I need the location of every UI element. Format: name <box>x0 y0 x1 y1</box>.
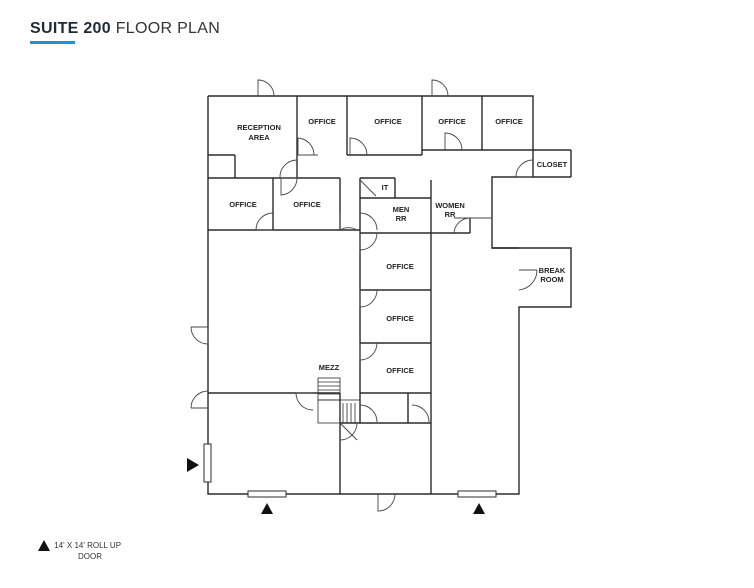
room-label-office: OFFICE <box>495 117 523 126</box>
room-label-office: OFFICE <box>308 117 336 126</box>
room-label-it: IT <box>382 183 389 192</box>
room-label-reception-1: RECEPTION <box>237 123 281 132</box>
room-labels: RECEPTION AREA OFFICE OFFICE OFFICE OFFI… <box>229 117 567 375</box>
room-label-women-1: WOMEN <box>435 201 465 210</box>
title-floor-plan: FLOOR PLAN <box>115 20 221 37</box>
roll-up-door-marker-icon <box>473 503 485 514</box>
roll-up-door-marker-icon <box>187 458 199 472</box>
roll-up-doors <box>187 443 497 514</box>
page-title: SUITE 200 FLOOR PLAN <box>30 20 220 38</box>
triangle-up-icon <box>38 540 50 552</box>
room-label-office: OFFICE <box>374 117 402 126</box>
title-suite: SUITE 200 <box>30 20 111 37</box>
room-label-closet: CLOSET <box>537 160 568 169</box>
room-label-reception-2: AREA <box>248 133 270 142</box>
title-accent-bar <box>30 41 75 44</box>
roll-up-door-marker-icon <box>261 503 273 514</box>
room-label-mezz: MEZZ <box>319 363 340 372</box>
room-label-men-2: RR <box>396 214 407 223</box>
legend-line-2: DOOR <box>78 552 102 562</box>
walls <box>207 95 572 495</box>
mezz-stairs <box>317 377 361 424</box>
room-label-women-2: RR <box>445 210 456 219</box>
room-label-break-2: ROOM <box>540 275 563 284</box>
doors <box>190 79 538 512</box>
room-label-office: OFFICE <box>438 117 466 126</box>
room-label-office: OFFICE <box>386 262 414 271</box>
legend: 14' X 14' ROLL UP DOOR <box>38 540 121 562</box>
room-label-office: OFFICE <box>386 314 414 323</box>
room-label-men-1: MEN <box>393 205 410 214</box>
room-label-office: OFFICE <box>229 200 257 209</box>
room-label-break-1: BREAK <box>539 266 566 275</box>
legend-line-1: 14' X 14' ROLL UP <box>54 541 122 550</box>
room-label-office: OFFICE <box>386 366 414 375</box>
room-label-office: OFFICE <box>293 200 321 209</box>
